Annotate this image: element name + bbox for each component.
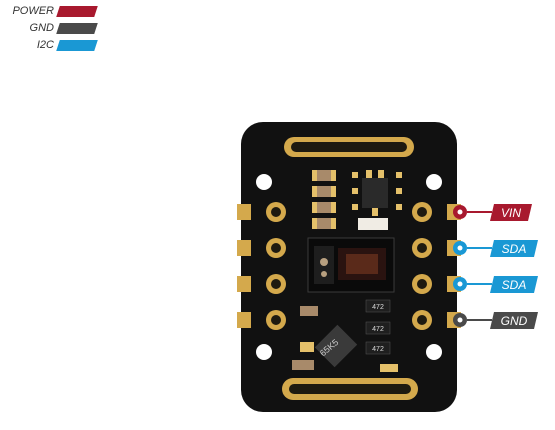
- capacitor-1: [312, 170, 336, 181]
- regulator-lead-3: [372, 208, 378, 216]
- legend-label-power: POWER: [12, 5, 54, 17]
- legend-label-gnd: GND: [29, 22, 54, 34]
- pin-label-bg-sda-1: [490, 240, 538, 257]
- resistor-2: [365, 321, 391, 335]
- legend-item-gnd: GND: [0, 20, 100, 36]
- left-pin-pads: [266, 202, 286, 330]
- connector-dot-sda-2-center: [457, 281, 463, 287]
- pin-tag-sda-1: SDA: [467, 240, 538, 257]
- capacitor-2-terminal-right: [331, 186, 336, 197]
- smd-pad-6: [396, 204, 402, 210]
- resistor-3: [365, 341, 391, 355]
- mount-hole-top-right: [426, 174, 442, 190]
- resistor-3-label: 472: [372, 346, 384, 353]
- left-pin-1-hole: [271, 207, 281, 217]
- resistor-1-label: 472: [372, 304, 384, 311]
- edge-pad-left-4: [237, 312, 251, 328]
- capacitor-4: [312, 218, 336, 229]
- regulator-lead-1: [366, 170, 372, 178]
- mount-hole-top-left: [256, 174, 272, 190]
- resistor-2-label: 472: [372, 326, 384, 333]
- pin-label-bg-gnd: [490, 312, 538, 329]
- sensor-photodiode: [321, 271, 327, 277]
- smd-pad-4: [396, 172, 402, 178]
- pin-tag-sda-2: SDA: [467, 276, 538, 293]
- legend-label-i2c: I2C: [36, 39, 54, 51]
- capacitor-3-terminal-left: [312, 202, 317, 213]
- capacitor-4-terminal-right: [331, 218, 336, 229]
- small-capacitor-2: [292, 360, 314, 370]
- small-smd-pads: [352, 172, 402, 210]
- pin-label-sda-2: SDA: [502, 278, 527, 292]
- mount-hole-bottom-left: [256, 344, 272, 360]
- capacitor-4-terminal-left: [312, 218, 317, 229]
- pin-connector-dots: [453, 205, 467, 327]
- smd-pad-2: [352, 188, 358, 194]
- white-component: [358, 218, 388, 230]
- edge-pad-left-3: [237, 276, 251, 292]
- connector-dot-vin-center: [457, 209, 463, 215]
- pin-tag-gnd: GND: [467, 312, 538, 329]
- capacitor-1-terminal-right: [331, 170, 336, 181]
- legend-item-power: POWER: [0, 3, 100, 19]
- pin-tag-vin: VIN: [467, 204, 532, 221]
- pin-label-bg-vin: [490, 204, 532, 221]
- legend: POWER GND I2C: [0, 0, 100, 60]
- edge-pad-left-1: [237, 204, 251, 220]
- resistor-group: 472 472 472: [365, 299, 391, 355]
- sensor-led: [320, 258, 328, 266]
- connector-dot-sda-1-center: [457, 245, 463, 251]
- right-pin-3-hole: [417, 279, 427, 289]
- pin-label-tags: VIN SDA SDA GND: [467, 204, 538, 329]
- right-pin-pads: [412, 202, 432, 330]
- smd-pad-3: [352, 204, 358, 210]
- left-pin-2-hole: [271, 243, 281, 253]
- connector-dot-gnd-center: [457, 317, 463, 323]
- legend-item-i2c: I2C: [0, 37, 100, 53]
- edge-pad-left-2: [237, 240, 251, 256]
- small-pad-right: [380, 364, 398, 372]
- capacitor-2-terminal-left: [312, 186, 317, 197]
- mount-hole-bottom-right: [426, 344, 442, 360]
- right-pin-2-hole: [417, 243, 427, 253]
- smd-pad-1: [352, 172, 358, 178]
- pin-label-sda-1: SDA: [502, 242, 527, 256]
- small-pad-bottom: [300, 342, 314, 352]
- resistor-1: [365, 299, 391, 313]
- voltage-regulator: [362, 178, 388, 208]
- bottom-ic-body: [314, 324, 358, 368]
- left-edge-pads: [237, 204, 251, 328]
- sensor-die: [346, 254, 378, 274]
- capacitor-2: [312, 186, 336, 197]
- capacitor-column: [312, 170, 336, 229]
- top-slot-hole: [291, 142, 407, 152]
- right-pin-1-hole: [417, 207, 427, 217]
- capacitor-3: [312, 202, 336, 213]
- pin-label-bg-sda-2: [490, 276, 538, 293]
- pin-label-gnd: GND: [501, 314, 528, 328]
- smd-pad-5: [396, 188, 402, 194]
- right-pin-4-hole: [417, 315, 427, 325]
- pin-label-vin: VIN: [501, 206, 521, 220]
- bottom-slot-hole: [289, 384, 411, 394]
- capacitor-3-terminal-right: [331, 202, 336, 213]
- small-capacitor-1: [300, 306, 318, 316]
- left-pin-3-hole: [271, 279, 281, 289]
- left-pin-4-hole: [271, 315, 281, 325]
- bottom-ic: [314, 324, 358, 368]
- capacitor-1-terminal-left: [312, 170, 317, 181]
- regulator-lead-2: [378, 170, 384, 178]
